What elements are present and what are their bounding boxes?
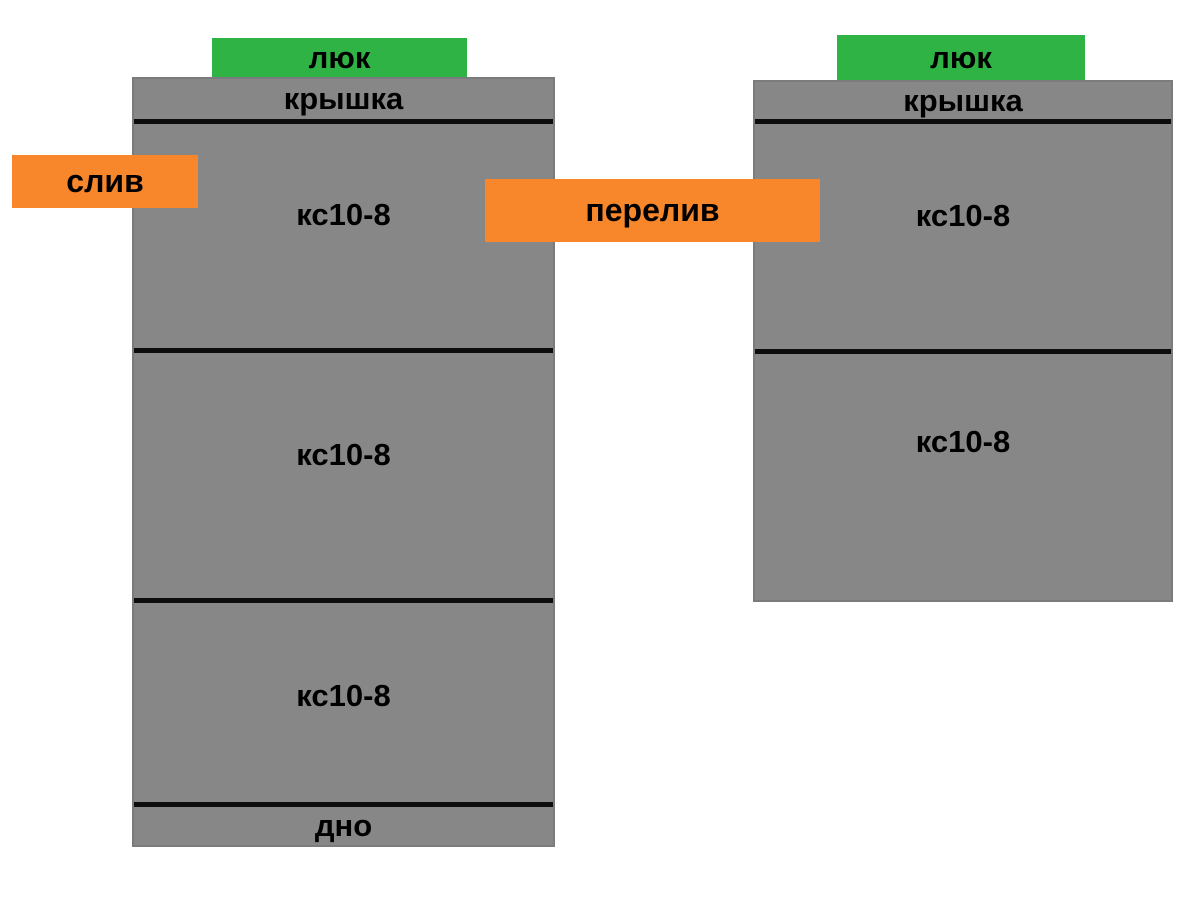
divider-line xyxy=(755,349,1171,354)
left-ring-3-label: кс10-8 xyxy=(296,677,391,713)
drain-pipe-label: слив xyxy=(12,155,198,208)
right-ring-2-label: кс10-8 xyxy=(915,424,1011,459)
right-ring-1-label: кс10-8 xyxy=(915,197,1011,233)
divider-line xyxy=(134,598,553,603)
right-tank-body: крышка кс10-8 кс10-8 xyxy=(753,80,1173,602)
right-cover-label: крышка xyxy=(903,82,1023,118)
left-ring-2-label: кс10-8 xyxy=(296,436,391,472)
left-bottom-label: дно xyxy=(314,808,373,843)
divider-line xyxy=(755,119,1171,124)
overflow-pipe-label: перелив xyxy=(485,179,820,242)
right-hatch-label: люк xyxy=(837,35,1085,81)
divider-line xyxy=(134,119,553,124)
divider-line xyxy=(134,348,553,353)
left-cover-label: крышка xyxy=(283,81,404,116)
left-hatch-label: люк xyxy=(212,38,467,78)
left-tank-body: крышка кс10-8 кс10-8 кс10-8 дно xyxy=(132,77,555,847)
divider-line xyxy=(134,802,553,807)
left-ring-1-label: кс10-8 xyxy=(296,197,391,232)
